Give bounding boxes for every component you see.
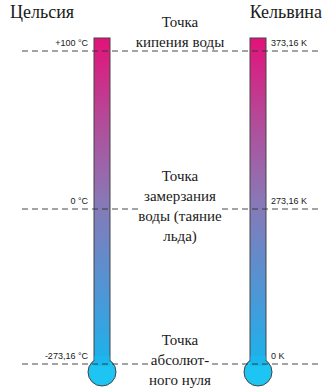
temperature-value: 273,16 K — [270, 196, 308, 207]
scale-heading: Цельсия — [10, 2, 74, 22]
point-caption: Точка абсолют- ного нуля — [141, 330, 219, 390]
kelvin-thermometer — [244, 38, 272, 386]
point-caption: Точка кипения воды — [134, 12, 226, 52]
temperature-value: +100 °C — [54, 38, 89, 49]
celsius-thermometer — [88, 38, 116, 386]
point-caption: Точка замерзания воды (таяние льда) — [132, 166, 228, 246]
temperature-value: 0 °C — [69, 196, 89, 207]
temperature-value: 373,16 K — [270, 38, 308, 49]
reference-lines — [22, 51, 322, 364]
temperature-value: -273,16 °C — [44, 351, 89, 362]
temperature-value: 0 K — [270, 351, 286, 362]
scale-heading: Кельвина — [250, 2, 322, 22]
